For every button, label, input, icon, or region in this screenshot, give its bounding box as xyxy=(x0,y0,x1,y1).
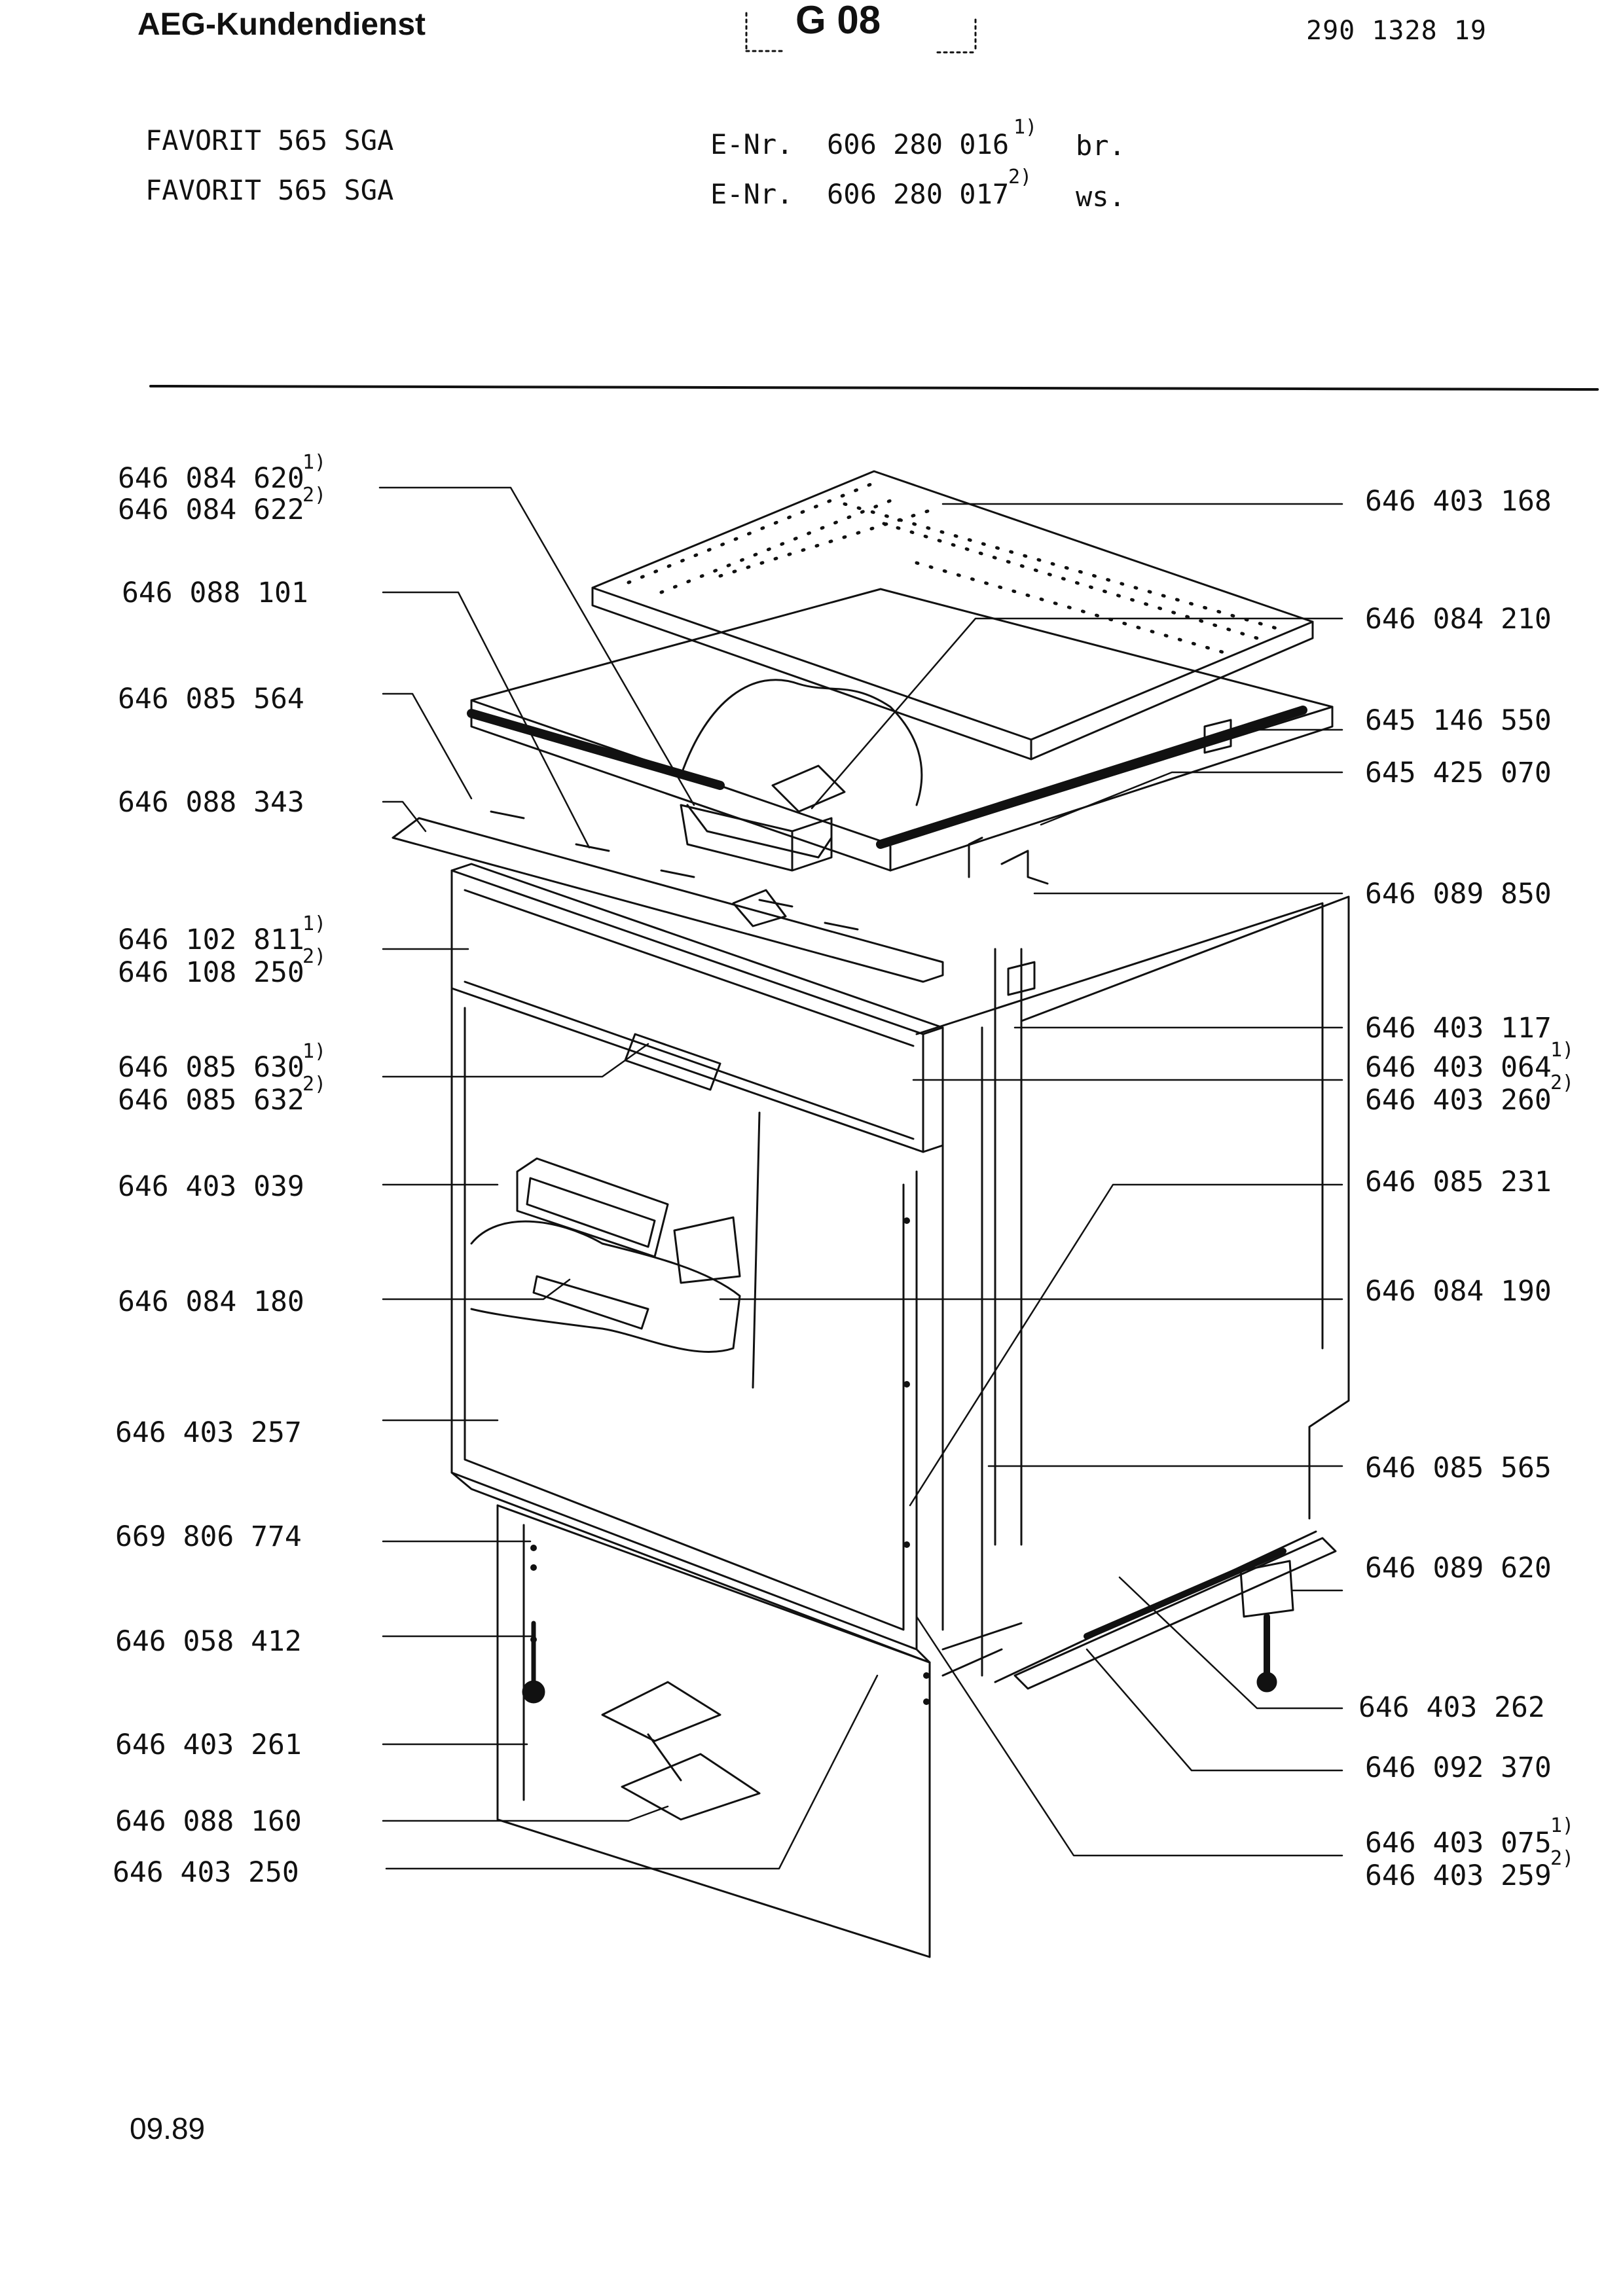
part-label-left: 646 058 412 xyxy=(115,1625,302,1658)
part-label-left: 646 403 261 xyxy=(115,1729,302,1761)
part-footnote: 1) xyxy=(302,1040,327,1063)
color-code-2: ws. xyxy=(1076,181,1125,213)
part-footnote: 1) xyxy=(302,451,327,474)
worktop xyxy=(591,470,1314,761)
part-label-left: 646 403 257 xyxy=(115,1416,302,1449)
part-label-right: 646 089 620 xyxy=(1365,1552,1552,1585)
part-footnote: 2) xyxy=(1550,1847,1575,1870)
part-label-right: 646 085 231 xyxy=(1365,1166,1552,1198)
part-label-left: 646 085 632 xyxy=(118,1084,304,1117)
part-footnote: 2) xyxy=(302,945,327,968)
part-label-left: 646 102 811 xyxy=(118,924,304,956)
model-name-1: FAVORIT 565 SGA xyxy=(145,124,394,156)
part-label-right: 646 403 262 xyxy=(1359,1691,1545,1724)
part-label-left: 646 088 101 xyxy=(122,577,308,609)
part-label-right: 646 403 075 xyxy=(1365,1827,1552,1859)
enr-footnote-1: 1) xyxy=(1013,116,1038,139)
part-footnote: 1) xyxy=(302,912,327,935)
print-date: 09.89 xyxy=(130,2111,206,2145)
part-label-left: 646 085 564 xyxy=(118,683,304,715)
part-label-left: 646 088 160 xyxy=(115,1805,302,1838)
part-label-right: 646 092 370 xyxy=(1365,1751,1552,1784)
part-label-right: 645 146 550 xyxy=(1365,704,1552,737)
enr-number-1: 606 280 016 xyxy=(827,128,1010,160)
part-label-right: 646 403 259 xyxy=(1365,1859,1552,1892)
part-label-left: 646 403 250 xyxy=(113,1856,299,1889)
part-label-left: 646 088 343 xyxy=(118,786,304,819)
part-label-left: 669 806 774 xyxy=(115,1520,302,1553)
part-footnote: 2) xyxy=(302,1073,327,1096)
part-label-right: 646 084 190 xyxy=(1365,1275,1552,1308)
part-label-right: 646 085 565 xyxy=(1365,1452,1552,1484)
part-footnote: 2) xyxy=(302,484,327,507)
part-label-right: 645 425 070 xyxy=(1365,757,1552,789)
part-label-left: 646 108 250 xyxy=(118,956,304,989)
part-label-right: 646 403 117 xyxy=(1365,1012,1552,1045)
brand-title: AEG-Kundendienst xyxy=(137,7,426,42)
part-label-left: 646 084 622 xyxy=(118,493,304,526)
part-label-left: 646 084 620 xyxy=(118,462,304,495)
enr-label-1: E-Nr. xyxy=(710,128,793,160)
enr-number-2: 606 280 017 xyxy=(827,178,1010,210)
model-name-2: FAVORIT 565 SGA xyxy=(145,174,394,206)
enr-label-2: E-Nr. xyxy=(710,178,793,210)
part-footnote: 2) xyxy=(1550,1071,1575,1094)
part-label-right: 646 403 064 xyxy=(1365,1051,1552,1084)
part-label-right: 646 084 210 xyxy=(1365,603,1552,636)
document-number: 290 1328 19 xyxy=(1306,16,1487,46)
part-footnote: 1) xyxy=(1550,1814,1575,1837)
part-label-left: 646 084 180 xyxy=(118,1285,304,1318)
sheet-code: G 08 xyxy=(795,0,881,42)
part-label-left: 646 085 630 xyxy=(118,1051,304,1084)
part-footnote: 1) xyxy=(1550,1039,1575,1062)
part-label-left: 646 403 039 xyxy=(118,1170,304,1203)
part-label-right: 646 089 850 xyxy=(1365,878,1552,910)
part-label-right: 646 403 260 xyxy=(1365,1084,1552,1117)
part-label-right: 646 403 168 xyxy=(1365,485,1552,518)
enr-footnote-2: 2) xyxy=(1008,166,1032,188)
color-code-1: br. xyxy=(1076,130,1125,162)
